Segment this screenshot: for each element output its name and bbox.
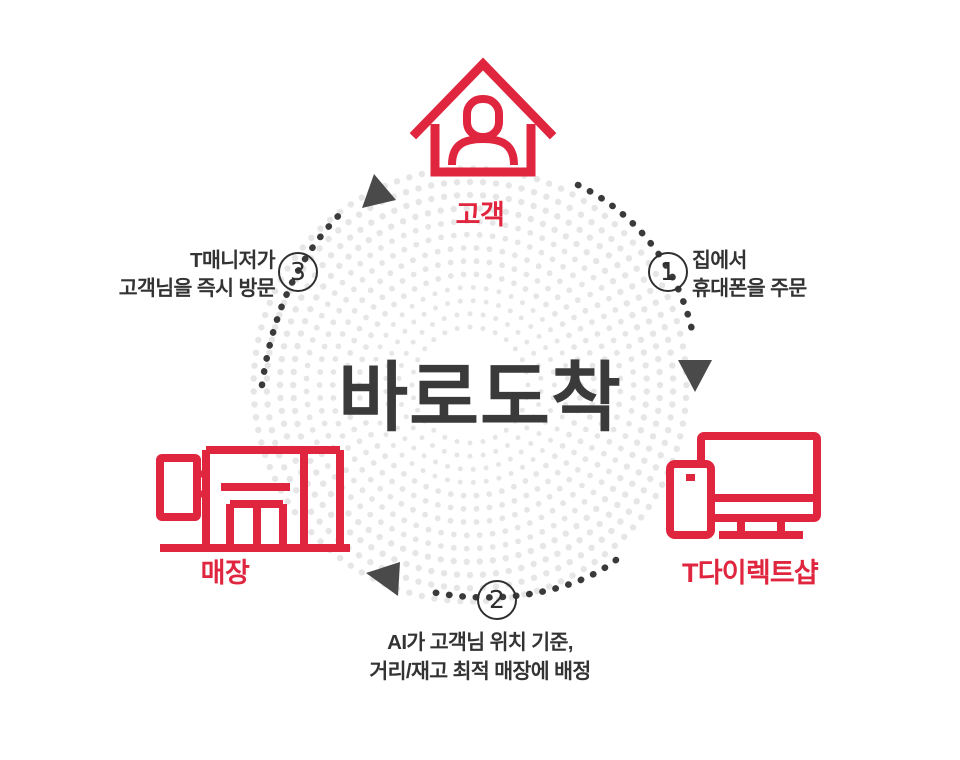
step-text-1: 집에서 휴대폰을 주문 [692,249,807,300]
step-badge-1: 1 [648,252,688,292]
arrow-step-2 [366,556,620,601]
house-with-person-icon [409,57,557,177]
node-label-store: 매장 [200,558,250,588]
node-label-customer: 고객 [455,200,505,230]
step-badge-2: 2 [477,580,517,620]
arrow-step-1 [574,181,712,392]
node-label-tdirectshop: T다이렉트샵 [682,558,819,588]
storefront-icon [156,446,350,552]
step-text-3: T매니저가 고객님을 즉시 방문 [118,249,276,300]
monitor-and-phone-icon [666,432,821,539]
step-badge-3: 3 [278,252,318,292]
step-text-2: AI가 고객님 위치 기준, 거리/재고 최적 매장에 배정 [369,631,591,684]
arrow-step-3 [258,174,396,389]
center-title: 바로도착 [338,356,622,441]
